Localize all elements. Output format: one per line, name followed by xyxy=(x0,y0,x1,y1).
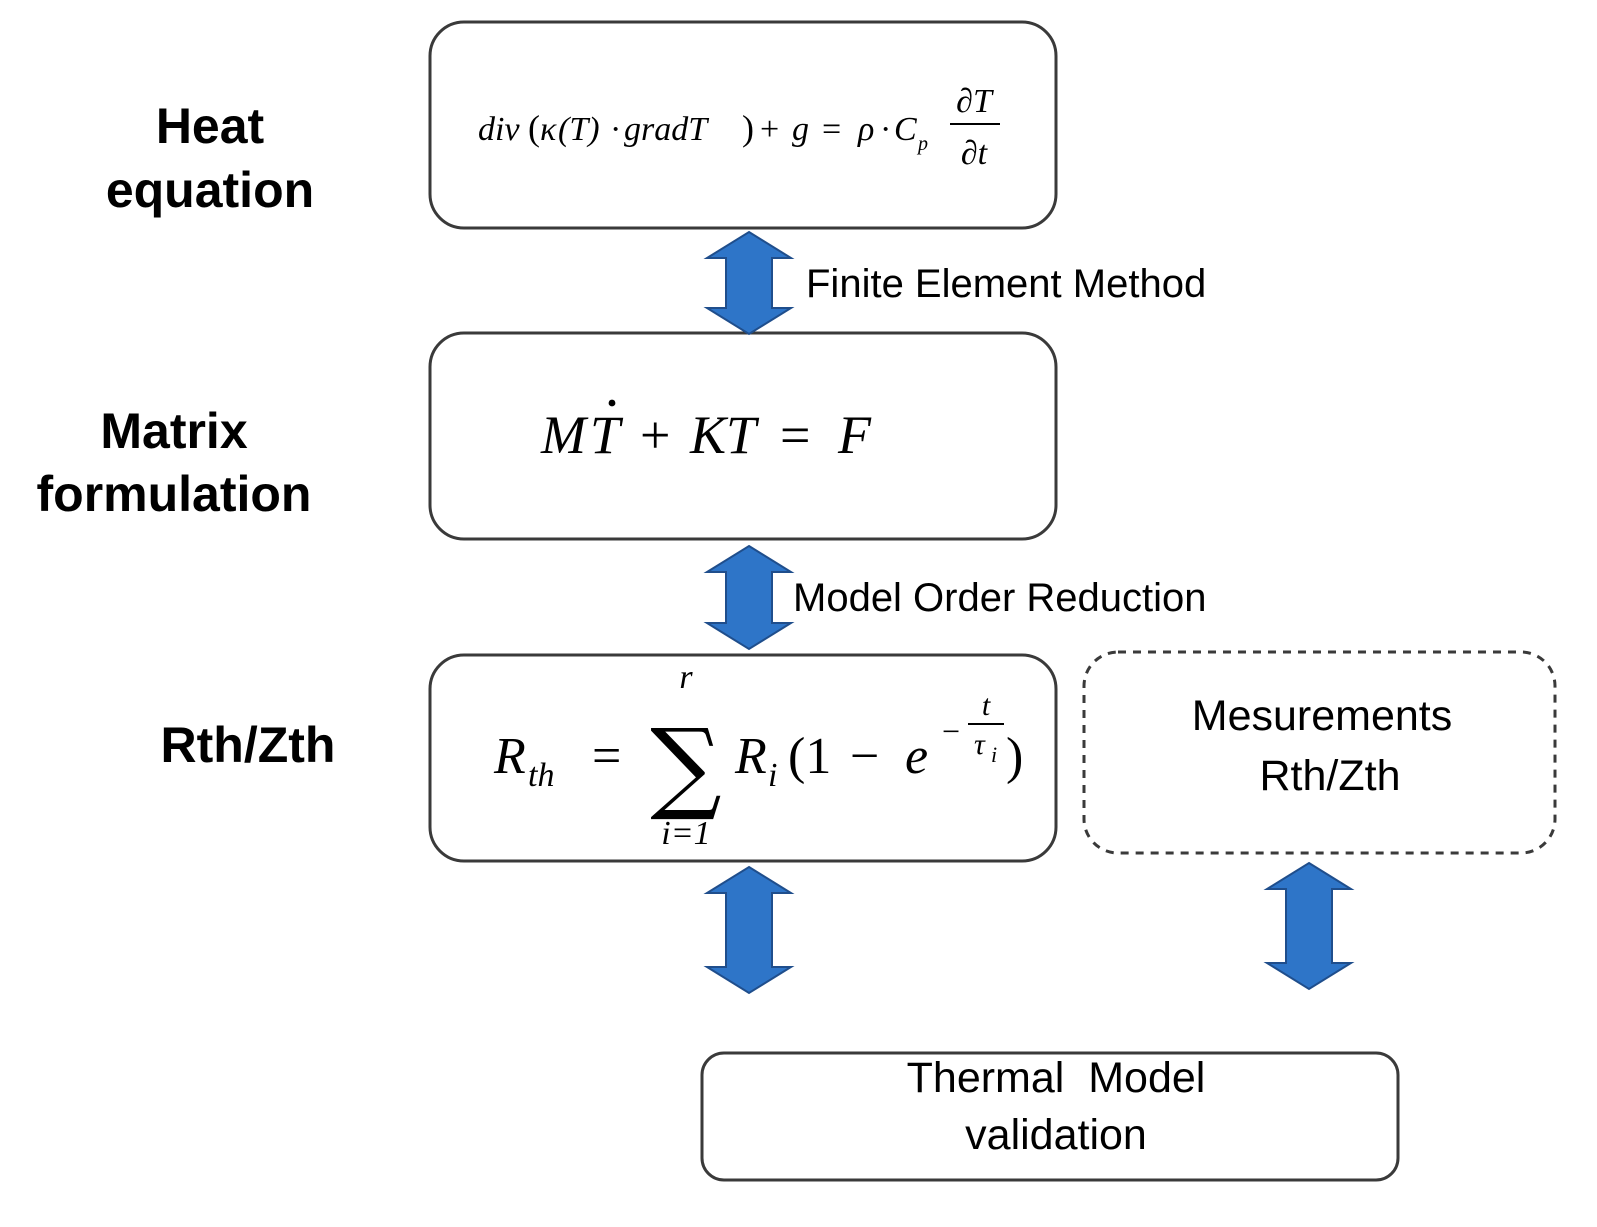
stage-label-matrix-formulation: Matrix formulation xyxy=(37,403,312,522)
rth-eq-Ri: R xyxy=(734,728,767,785)
validation-line2: validation xyxy=(965,1111,1147,1159)
heat-eq-kappa: κ xyxy=(540,111,557,148)
stage-label-matrix-line1: Matrix xyxy=(100,403,247,459)
heat-eq-fraction-denominator: ∂t xyxy=(961,135,989,172)
rth-eq-sum-upper: r xyxy=(679,659,693,696)
heat-eq-open-paren: ( xyxy=(528,108,540,148)
heat-eq-C: C xyxy=(894,111,917,148)
rth-eq-exp-tau: τ xyxy=(974,728,986,761)
matrix-eq-dot-accent xyxy=(608,399,616,407)
stage-label-matrix-line2: formulation xyxy=(37,466,312,522)
heat-eq-rho: ρ xyxy=(857,111,874,148)
double-arrow-measurements-to-validation xyxy=(1263,861,1355,991)
rth-equation-formula: R th = r ∑ i=1 R i (1 − e − t τ i ) xyxy=(493,659,1023,852)
rth-eq-e: e xyxy=(905,728,928,785)
matrix-eq-F: F xyxy=(837,405,872,465)
heat-eq-plus: + xyxy=(760,111,779,148)
heat-eq-dot: · xyxy=(610,111,621,148)
matrix-formulation-box xyxy=(428,331,1058,541)
double-arrow-mor xyxy=(703,544,795,651)
method-label-mor: Model Order Reduction xyxy=(793,576,1207,620)
rth-eq-exp-tau-subscript: i xyxy=(991,742,997,767)
heat-eq-equals: = xyxy=(822,111,841,148)
matrix-eq-equals: = xyxy=(780,405,810,465)
rth-zth-box xyxy=(428,653,1058,863)
rth-eq-R: R xyxy=(493,728,526,785)
matrix-eq-plus: + xyxy=(640,405,670,465)
matrix-equation-formula: M T + KT = F xyxy=(540,399,872,465)
rth-eq-exp-minus: − xyxy=(942,713,960,749)
measurements-line2: Rth/Zth xyxy=(1260,752,1401,800)
heat-eq-fraction-numerator: ∂T xyxy=(956,83,994,120)
method-label-fem: Finite Element Method xyxy=(806,262,1206,306)
stage-label-heat-line1: Heat xyxy=(156,98,265,154)
rth-eq-th-subscript: th xyxy=(528,757,554,794)
heat-eq-div: div xyxy=(478,111,520,148)
stage-label-heat-line2: equation xyxy=(106,162,314,218)
matrix-eq-M: M xyxy=(540,405,589,465)
heat-eq-g: g xyxy=(792,111,809,148)
rth-eq-open: (1 xyxy=(788,728,831,785)
validation-line1: Thermal Model xyxy=(907,1054,1206,1102)
rth-eq-close: ) xyxy=(1006,728,1023,785)
double-arrow-fem xyxy=(703,230,795,336)
rth-eq-i-subscript: i xyxy=(768,757,777,794)
rth-eq-sum-lower: i=1 xyxy=(661,815,710,852)
heat-eq-close-paren: ) xyxy=(742,108,754,148)
stage-label-rth-zth: Rth/Zth xyxy=(161,717,336,773)
matrix-eq-T-dot: T xyxy=(590,405,624,465)
heat-eq-kappa-arg: (T) xyxy=(558,111,600,148)
rth-eq-equals: = xyxy=(592,728,621,785)
measurements-line1: Mesurements xyxy=(1192,692,1452,740)
stage-label-heat-equation: Heat equation xyxy=(106,98,314,218)
rth-eq-minus: − xyxy=(850,728,879,785)
heat-equation-box xyxy=(428,20,1058,230)
heat-eq-grad: gradT xyxy=(624,111,709,148)
validation-box xyxy=(700,1051,1400,1182)
heat-eq-p-subscript: p xyxy=(916,133,928,155)
rth-eq-sum-sign: ∑ xyxy=(650,707,721,824)
rth-eq-exp-numerator: t xyxy=(982,689,991,722)
heat-equation-formula: div ( κ (T) · gradT ) + g = ρ · C p ∂T ∂… xyxy=(478,83,1000,172)
double-arrow-model-to-validation xyxy=(703,865,795,995)
heat-eq-dot-2: · xyxy=(880,111,891,148)
matrix-eq-KT: KT xyxy=(689,405,760,465)
measurements-box xyxy=(1082,650,1557,855)
